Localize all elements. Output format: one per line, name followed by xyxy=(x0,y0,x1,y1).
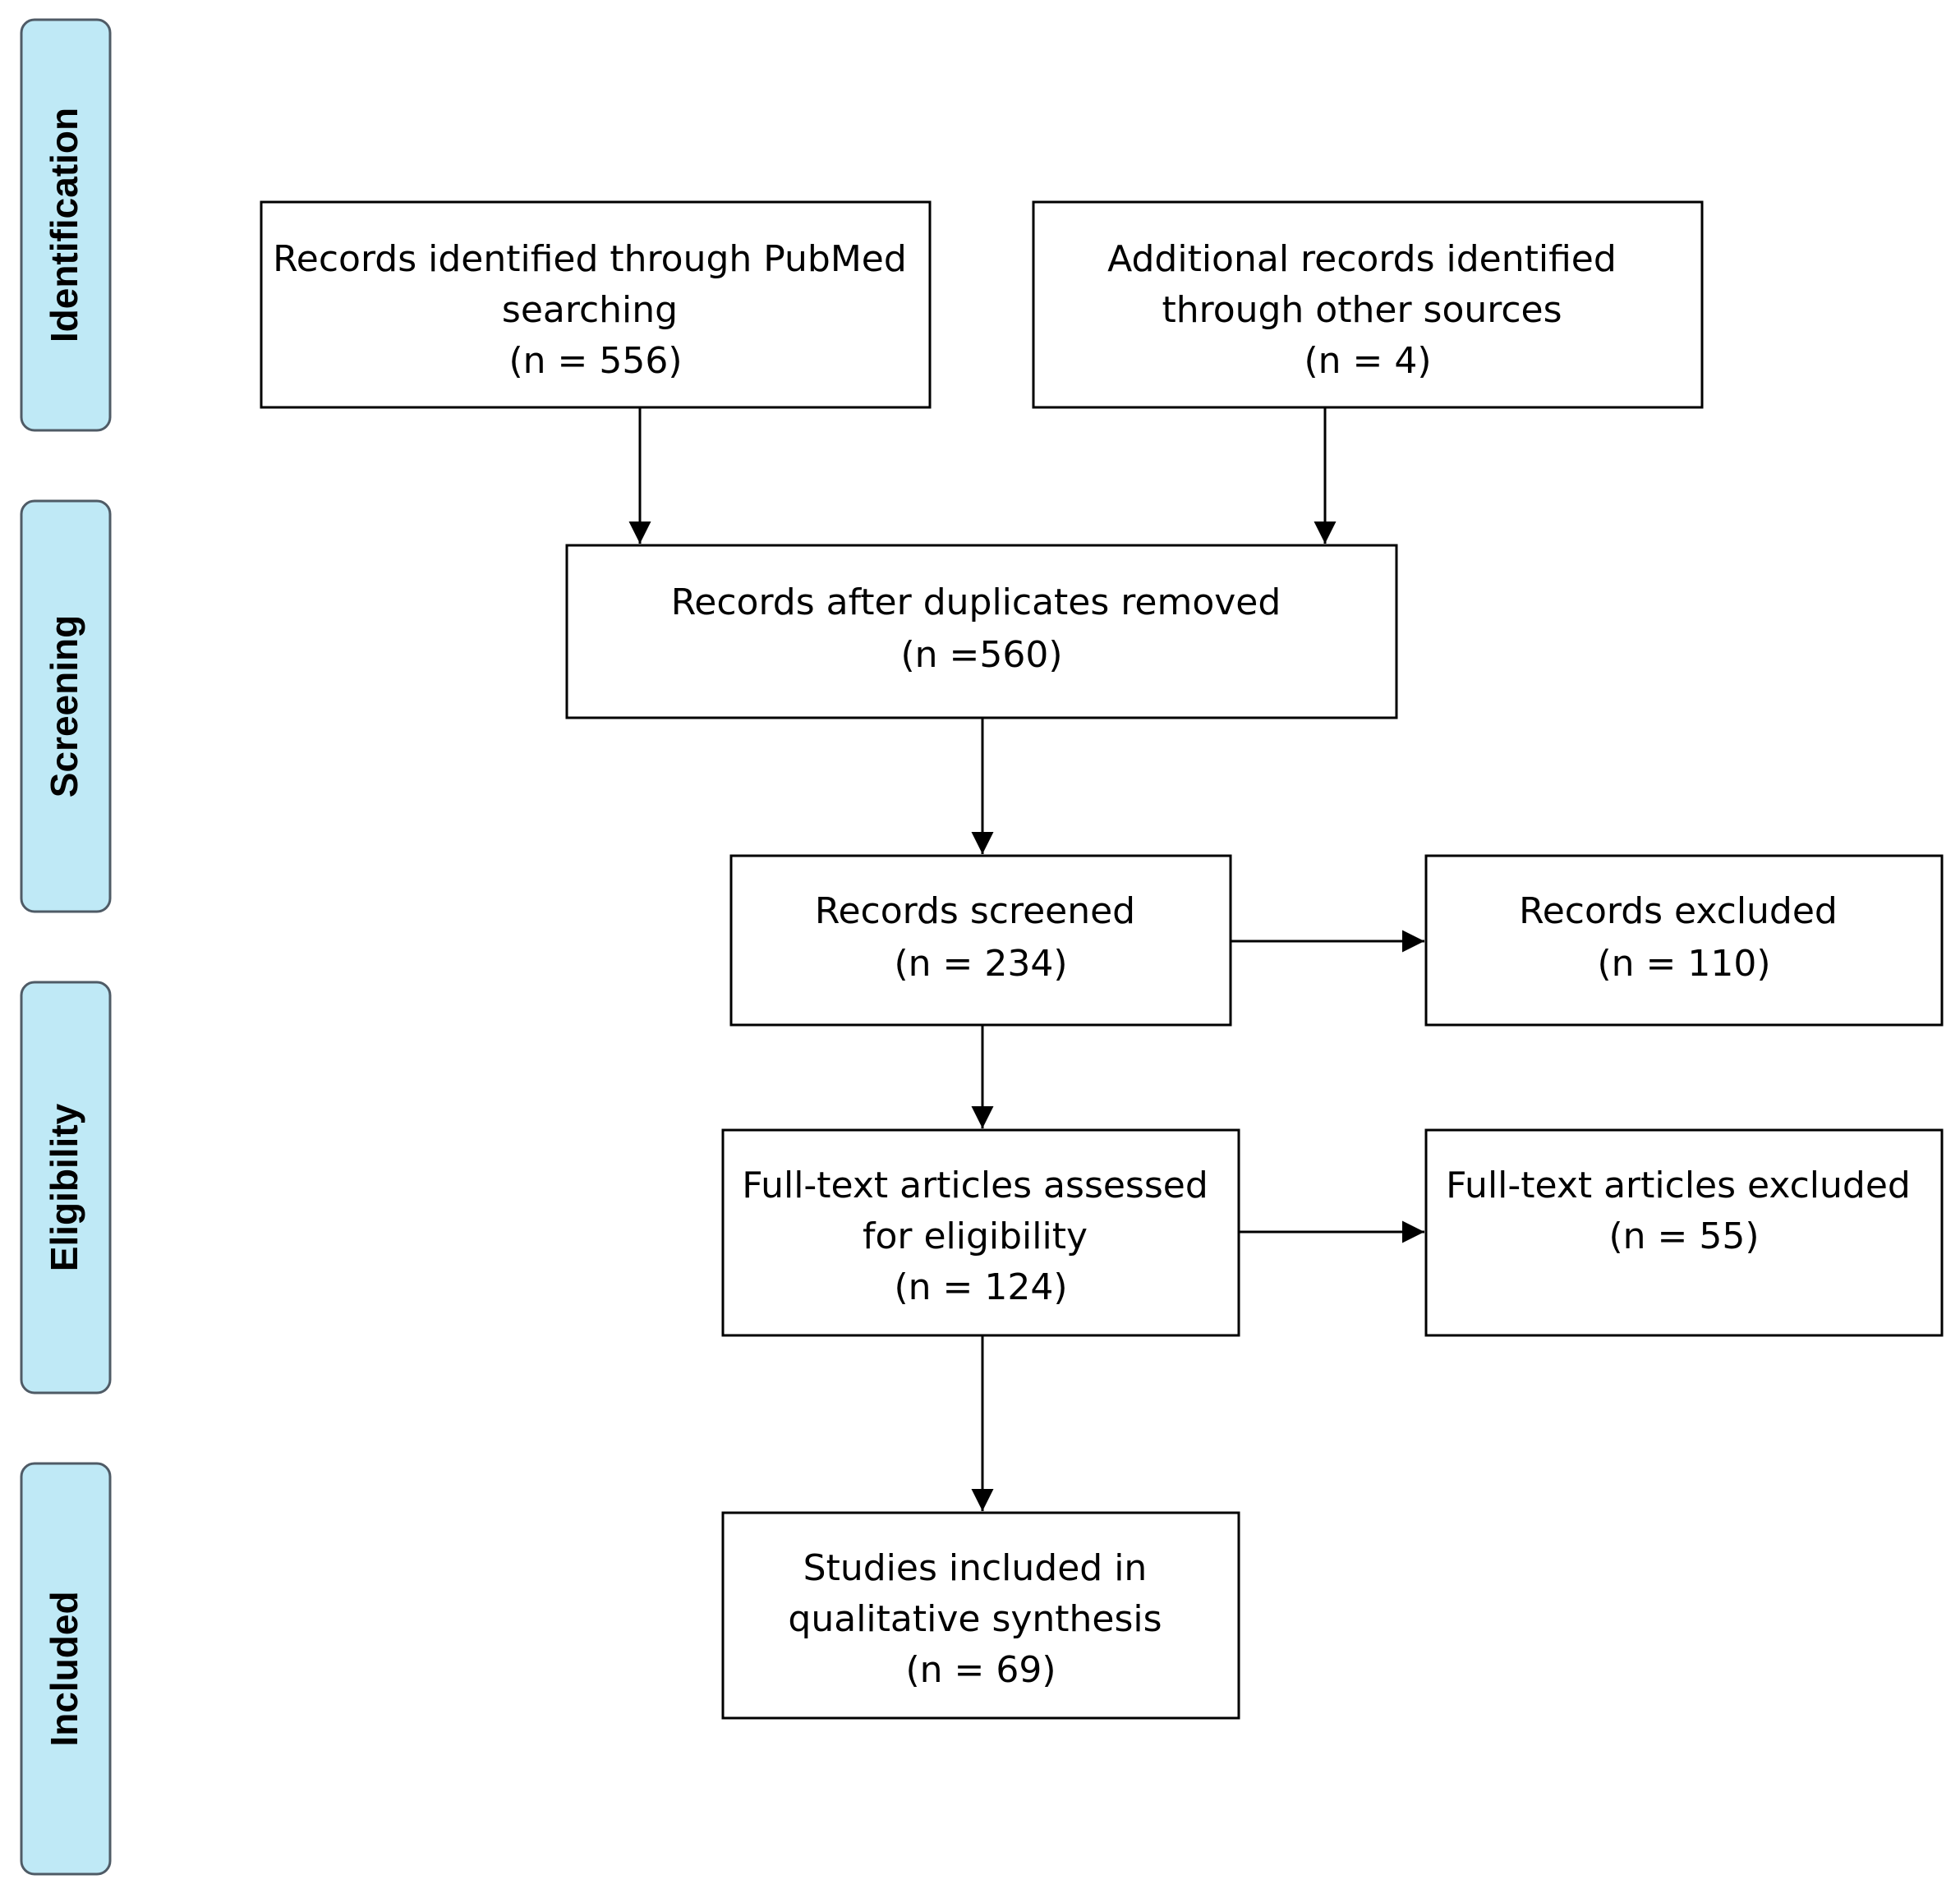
phase-label-identification: Identification xyxy=(43,108,85,342)
box-fulltext-excluded: Full-text articles excluded (n = 55) xyxy=(1424,1128,1944,1337)
box-records-screened: Records screened (n = 234) xyxy=(729,854,1232,1027)
box-screened-line-2: (n = 234) xyxy=(894,943,1067,985)
box-other-sources-line-2: through other sources xyxy=(1162,289,1562,331)
box-included-line-3: (n = 69) xyxy=(905,1649,1056,1691)
svg-text:Full-text articles excluded: Full-text articles excluded (n = 55) xyxy=(1446,1165,1922,1257)
box-studies-included: Studies included in qualitative synthesi… xyxy=(721,1511,1240,1720)
box-duplicates-line-1: Records after duplicates removed xyxy=(671,581,1281,623)
svg-text:Records excluded (n = 11: Records excluded (n = 110) xyxy=(1519,890,1849,985)
box-excluded-line-2: (n = 110) xyxy=(1597,943,1770,985)
box-records-excluded: Records excluded (n = 110) xyxy=(1424,854,1944,1027)
svg-text:Full-text articles assessed: Full-text articles assessed for eligibil… xyxy=(742,1165,1220,1308)
phase-label-screening: Screening xyxy=(43,615,85,797)
box-screened-line-1: Records screened xyxy=(815,890,1135,932)
svg-text:Additional records identified: Additional records identified through ot… xyxy=(1107,238,1628,382)
box-fulltext-assessed: Full-text articles assessed for eligibil… xyxy=(721,1128,1240,1337)
box-pubmed-records: Records identified through PubMed search… xyxy=(260,200,932,409)
box-other-sources: Additional records identified through ot… xyxy=(1032,200,1704,409)
box-other-sources-line-3: (n = 4) xyxy=(1304,340,1431,382)
svg-text:Records identified through Pub: Records identified through PubMed search… xyxy=(273,238,918,382)
svg-text:Records screened (n = 23: Records screened (n = 234) xyxy=(815,890,1147,985)
phase-label-included: Included xyxy=(43,1591,85,1746)
phase-included: Included xyxy=(20,1462,112,1876)
svg-text:Studies included in qual: Studies included in qualitative synthesi… xyxy=(788,1547,1173,1691)
box-fulltext-excluded-line-1: Full-text articles excluded xyxy=(1446,1165,1911,1206)
phase-eligibility: Eligibility xyxy=(20,981,112,1394)
box-included-line-1: Studies included in xyxy=(803,1547,1148,1589)
box-duplicates-line-2: (n =560) xyxy=(900,634,1062,676)
box-fulltext-excluded-line-2: (n = 55) xyxy=(1608,1215,1759,1257)
box-fulltext-assessed-line-3: (n = 124) xyxy=(894,1266,1067,1308)
phase-screening: Screening xyxy=(20,499,112,913)
box-pubmed-line-3: (n = 556) xyxy=(508,340,682,382)
svg-text:Records after duplicates remov: Records after duplicates removed (n =560… xyxy=(671,581,1293,676)
box-fulltext-assessed-line-1: Full-text articles assessed xyxy=(742,1165,1208,1206)
phase-label-eligibility: Eligibility xyxy=(43,1103,85,1271)
box-other-sources-line-1: Additional records identified xyxy=(1107,238,1617,280)
box-fulltext-assessed-line-2: for eligibility xyxy=(863,1215,1088,1257)
box-included-line-2: qualitative synthesis xyxy=(788,1598,1162,1640)
phase-identification: Identification xyxy=(20,18,112,432)
box-excluded-line-1: Records excluded xyxy=(1519,890,1838,932)
box-duplicates-removed: Records after duplicates removed (n =560… xyxy=(565,544,1398,719)
box-pubmed-line-1: Records identified through PubMed xyxy=(273,238,907,280)
box-pubmed-line-2: searching xyxy=(502,289,678,331)
